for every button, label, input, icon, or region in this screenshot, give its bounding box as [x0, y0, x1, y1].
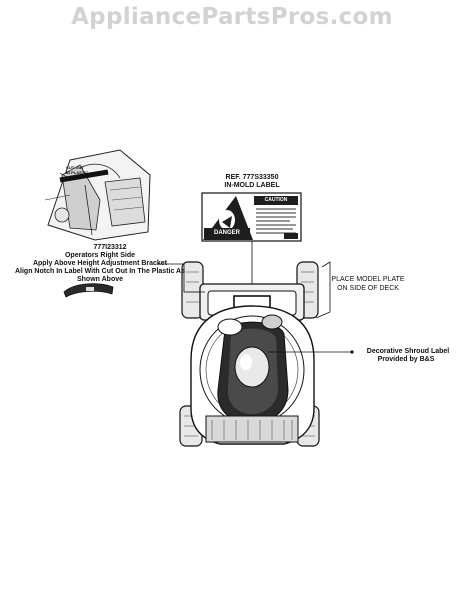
- watermark: AppliancePartsPros.com: [71, 4, 393, 30]
- inset-tag-cut-out: CUT OUT: [66, 165, 84, 170]
- bracket-label-part: [63, 283, 114, 298]
- inset-tag-in-plastic: IN PLASTIC: [66, 170, 89, 175]
- model-plate-line2: ON SIDE OF DECK: [337, 285, 399, 292]
- inmold-decal: [201, 192, 302, 242]
- mower-top-view: [179, 261, 320, 447]
- bracket-detail-inset: [44, 149, 151, 241]
- leader-bracket: [157, 263, 205, 293]
- inmold-name: IN-MOLD LABEL: [224, 182, 280, 189]
- decal-danger-text: DANGER: [213, 230, 240, 236]
- bracket-part-number: 777I23312: [93, 244, 127, 251]
- model-plate-line1: PLACE MODEL PLATE: [331, 276, 405, 283]
- decal-caution-text: CAUTION: [264, 197, 288, 203]
- bracket-line2: Apply Above Height Adjustment Bracket: [32, 260, 168, 267]
- leader-model-plate: [315, 261, 331, 319]
- bracket-line3: Align Notch In Label With Cut Out In The…: [14, 268, 185, 275]
- shroud-line2: Provided by B&S: [377, 356, 435, 363]
- shroud-line1: Decorative Shroud Label: [366, 348, 450, 355]
- bracket-line4: Shown Above: [76, 276, 124, 283]
- inmold-ref: REF. 777S33350: [225, 174, 279, 181]
- bracket-line1: Operators Right Side: [64, 252, 135, 259]
